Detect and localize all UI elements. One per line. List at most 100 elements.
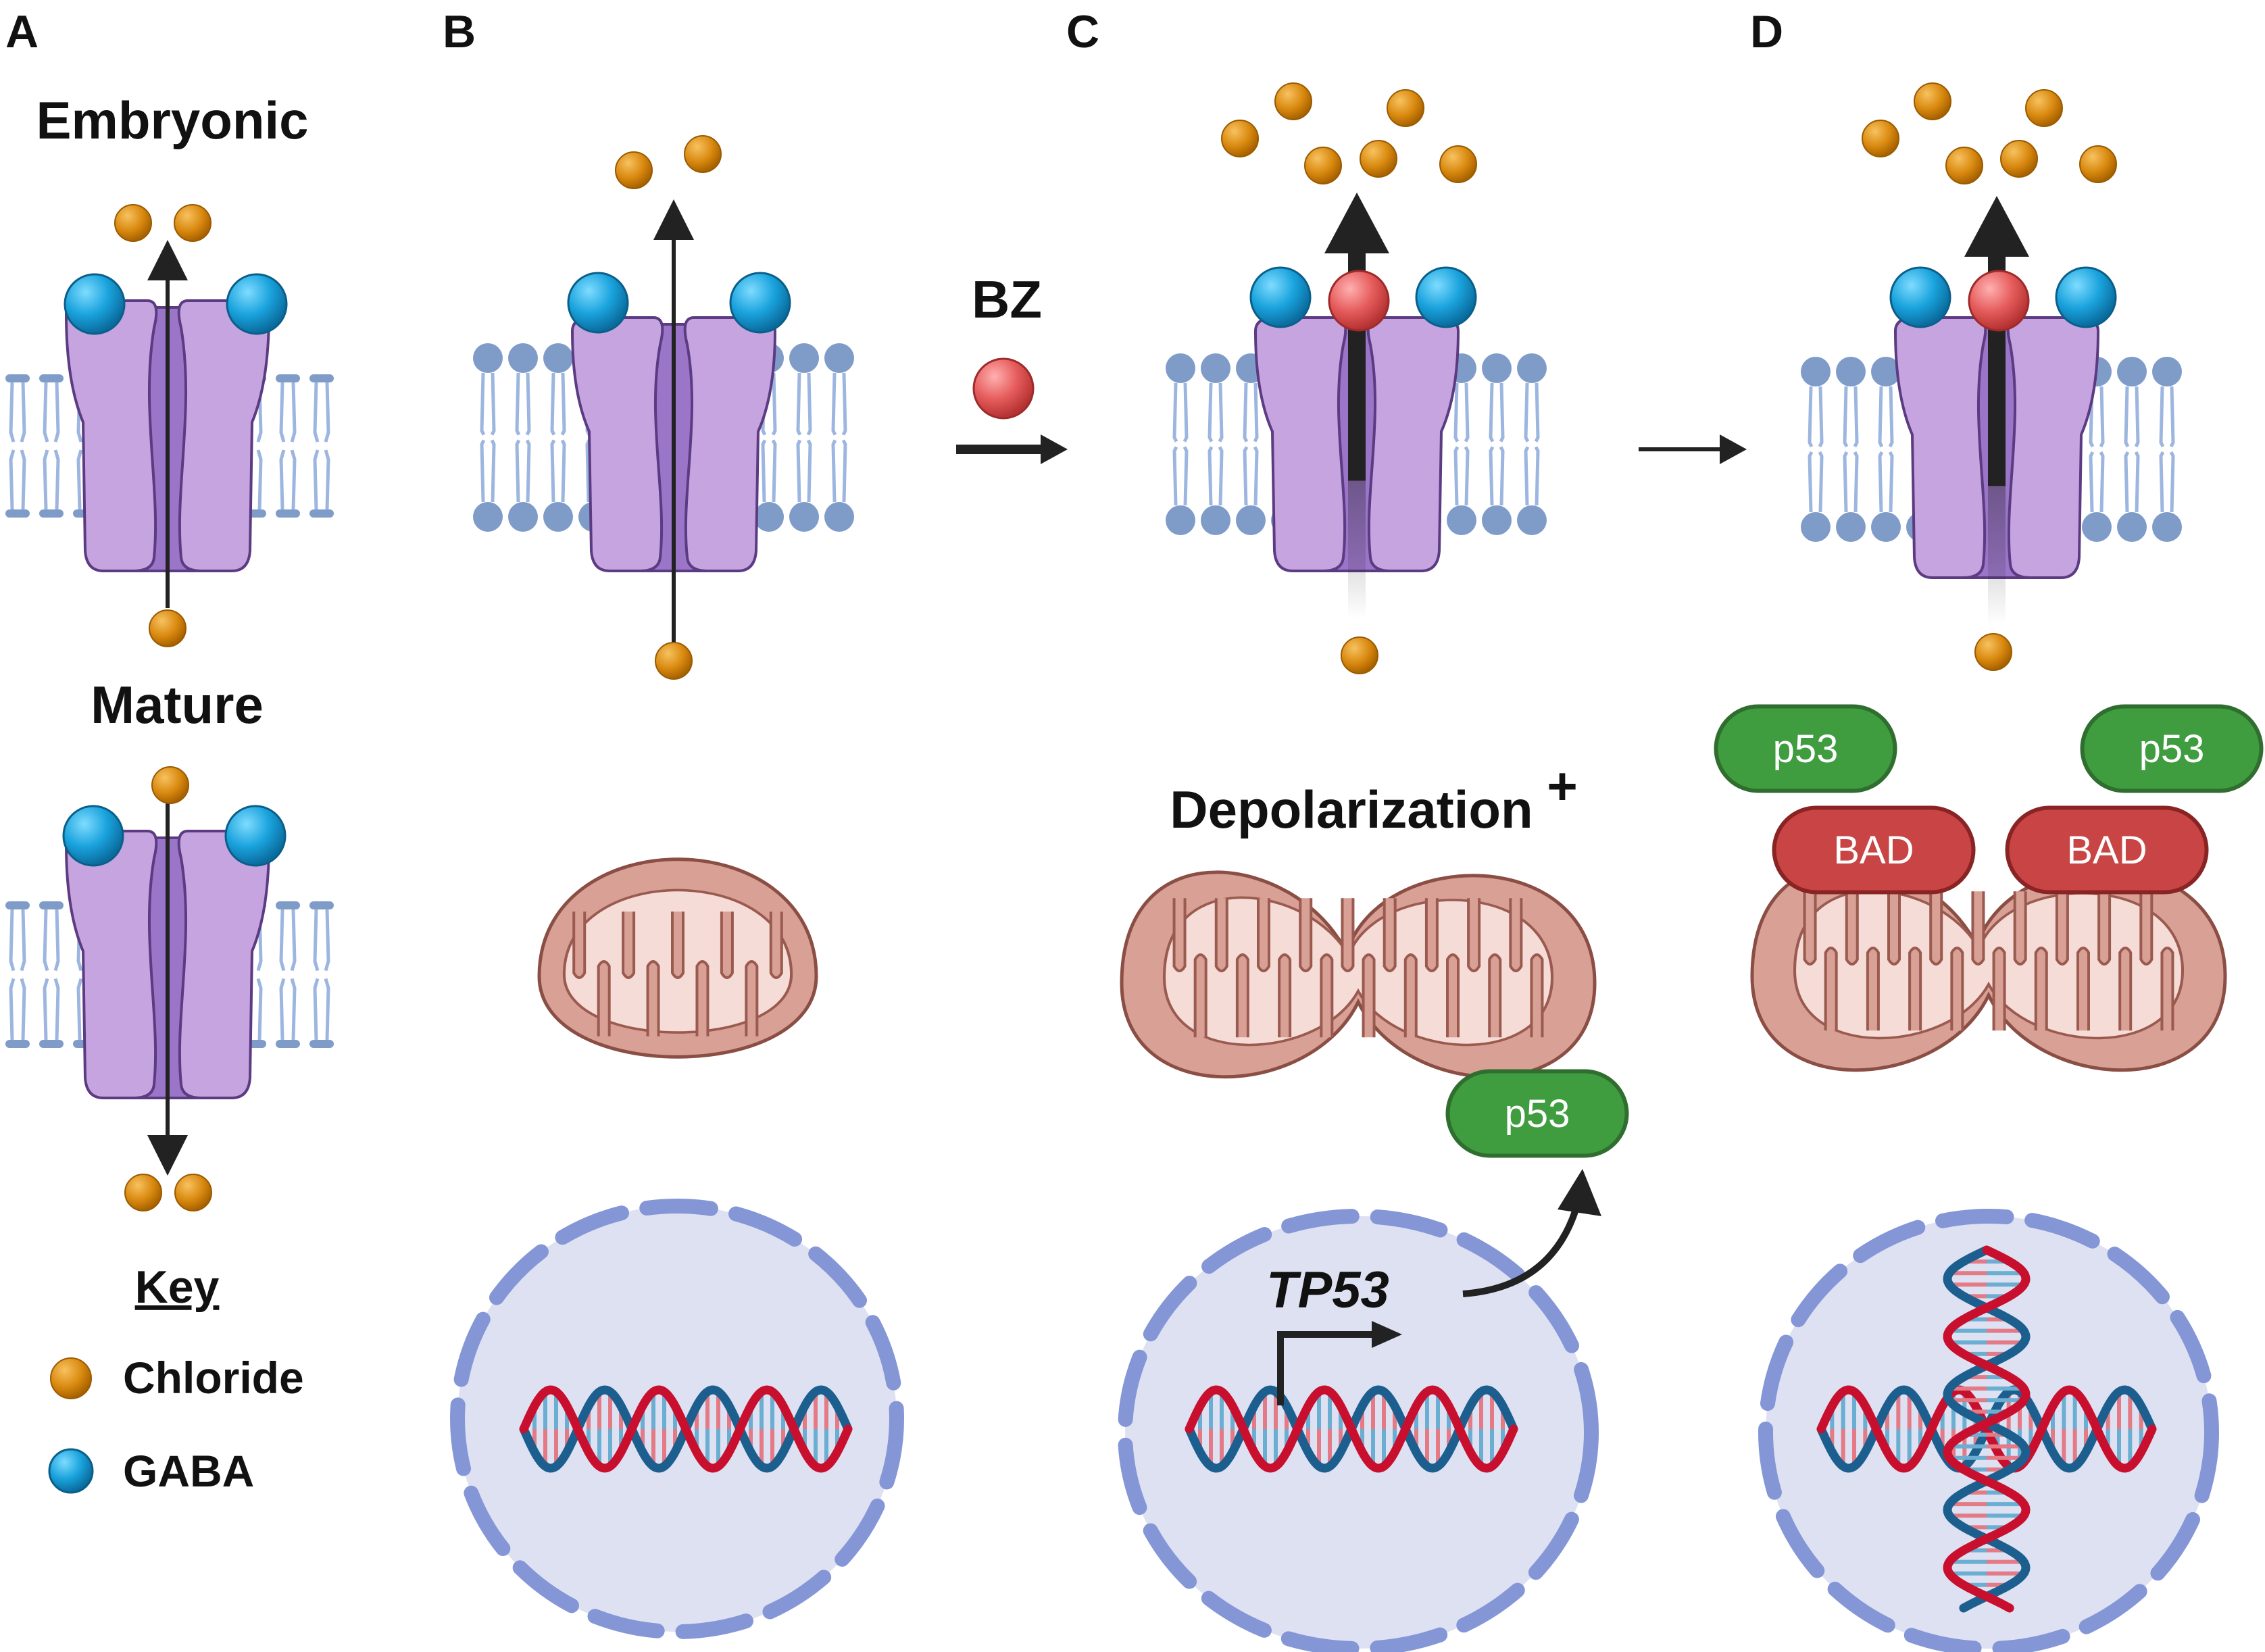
lipid-tail xyxy=(841,439,847,503)
mitochondrion-crista xyxy=(646,960,660,1036)
mitochondrion-crista xyxy=(2013,891,2027,966)
lipid-tail xyxy=(324,909,330,972)
mitochondrion-crista xyxy=(695,960,710,1036)
receptor-subunit-right xyxy=(683,316,777,572)
lipid-tail xyxy=(1208,382,1214,443)
lipid-head xyxy=(276,509,300,518)
mitochondrion-crista xyxy=(2034,947,2048,1031)
nuclear-envelope xyxy=(1758,1209,2219,1652)
panel-label-a: A xyxy=(5,6,39,57)
mitochondrion-crista xyxy=(1362,953,1376,1038)
lipid-tail xyxy=(761,439,767,503)
lipid-head xyxy=(5,901,30,909)
mitochondrion-crista xyxy=(1446,953,1460,1038)
lipid-tail xyxy=(313,909,320,972)
chloride-ion-icon xyxy=(1304,147,1342,184)
lipid-head xyxy=(754,502,784,532)
lipid-head xyxy=(1201,353,1230,383)
lipid-head xyxy=(5,374,30,382)
lipid-tail xyxy=(1808,451,1814,513)
lipid-tail xyxy=(2124,451,2130,513)
bad-protein-left: BAD xyxy=(1772,805,1976,895)
chloride-flow-arrow xyxy=(147,240,188,608)
lipid-tail xyxy=(2099,386,2105,448)
lipid-tail xyxy=(1534,382,1540,443)
mitochondrion-crista xyxy=(671,911,685,979)
receptor-subunit-right xyxy=(2006,316,2100,579)
gaba-molecule-icon xyxy=(62,805,124,867)
lipid-tail xyxy=(20,382,26,443)
lipid-tail xyxy=(1489,382,1495,443)
lipid-tail xyxy=(2134,451,2140,513)
mitochondrion-crista xyxy=(597,960,611,1036)
mitochondrion-crista xyxy=(2055,891,2069,966)
lipid-tail xyxy=(2169,386,2175,448)
lipid-head xyxy=(5,1040,30,1048)
lipid-head xyxy=(1836,512,1866,542)
lipid-tail xyxy=(550,439,556,503)
lipid-tail xyxy=(1464,446,1470,506)
mitochondrion-crista xyxy=(1172,898,1187,972)
lipid-head xyxy=(1517,353,1547,383)
lipid-tail xyxy=(1853,386,1859,448)
lipid-tail xyxy=(1453,446,1460,506)
lipid-head xyxy=(1201,505,1230,535)
mitochondrion-crista xyxy=(1488,953,1502,1038)
lipid-head xyxy=(5,509,30,518)
mitochondrion-crista xyxy=(1257,898,1270,972)
arrow-head xyxy=(1324,193,1389,253)
receptor-subunit-left xyxy=(1253,316,1347,572)
mitochondrion-crista xyxy=(1509,898,1523,972)
lipid-tail xyxy=(53,449,60,510)
lipid-head xyxy=(276,374,300,382)
tp53-gene-label: TP53 xyxy=(1266,1261,1389,1319)
chloride-ion-icon xyxy=(1945,147,1983,184)
lipid-tail xyxy=(1534,446,1540,506)
lipid-head xyxy=(2082,512,2112,542)
receptor-subunit-right xyxy=(177,299,271,572)
chloride-ion-icon xyxy=(114,204,152,242)
lipid-tail xyxy=(2159,386,2165,448)
mitochondrion-crista xyxy=(769,911,783,979)
mitochondrion-crista xyxy=(1467,898,1481,972)
lipid-head xyxy=(1836,357,1866,386)
lipid-tail xyxy=(324,978,330,1041)
lipid-tail xyxy=(290,978,297,1041)
lipid-head xyxy=(1447,505,1476,535)
lipid-tail xyxy=(2124,386,2130,448)
gaba-molecule-icon xyxy=(224,805,287,867)
lipid-tail xyxy=(43,382,49,443)
lipid-tail xyxy=(480,439,486,503)
lipid-tail xyxy=(9,978,16,1041)
lipid-head xyxy=(508,502,538,532)
mitochondrion-crista xyxy=(720,911,734,979)
lipid-head xyxy=(1166,505,1195,535)
panel-label-d: D xyxy=(1750,6,1783,57)
chloride-ion-icon xyxy=(655,642,693,680)
arrow-head xyxy=(1041,434,1068,464)
receptor-subunit-left xyxy=(64,299,158,572)
lipid-head xyxy=(2117,512,2147,542)
arrow-line xyxy=(1277,1331,1382,1405)
gaba-molecule-icon xyxy=(1889,266,1951,328)
panel-label-c: C xyxy=(1066,6,1099,57)
lipid-tail xyxy=(1818,386,1824,448)
mitochondrion-crista xyxy=(1845,891,1859,966)
embryonic-heading: Embryonic xyxy=(36,91,308,150)
nucleus xyxy=(1118,1209,1599,1652)
depolarization-label: Depolarization xyxy=(1170,780,1533,839)
lipid-tail xyxy=(290,909,297,972)
lipid-tail xyxy=(1524,446,1530,506)
bad-protein-right-label: BAD xyxy=(2066,828,2147,872)
arrow-head xyxy=(1720,434,1747,464)
lipid-head xyxy=(39,374,64,382)
p53-protein-right-label: p53 xyxy=(2139,727,2205,771)
mitochondrion-crista xyxy=(1214,898,1228,972)
mitochondrion-crista xyxy=(1299,898,1313,972)
chloride-ion-icon xyxy=(2000,140,2038,178)
lipid-tail xyxy=(1172,446,1178,506)
lipid-tail xyxy=(525,372,531,436)
chloride-ion-icon xyxy=(1439,145,1477,183)
mitochondrion-crista xyxy=(745,960,759,1036)
chloride-ion-icon xyxy=(615,151,653,189)
